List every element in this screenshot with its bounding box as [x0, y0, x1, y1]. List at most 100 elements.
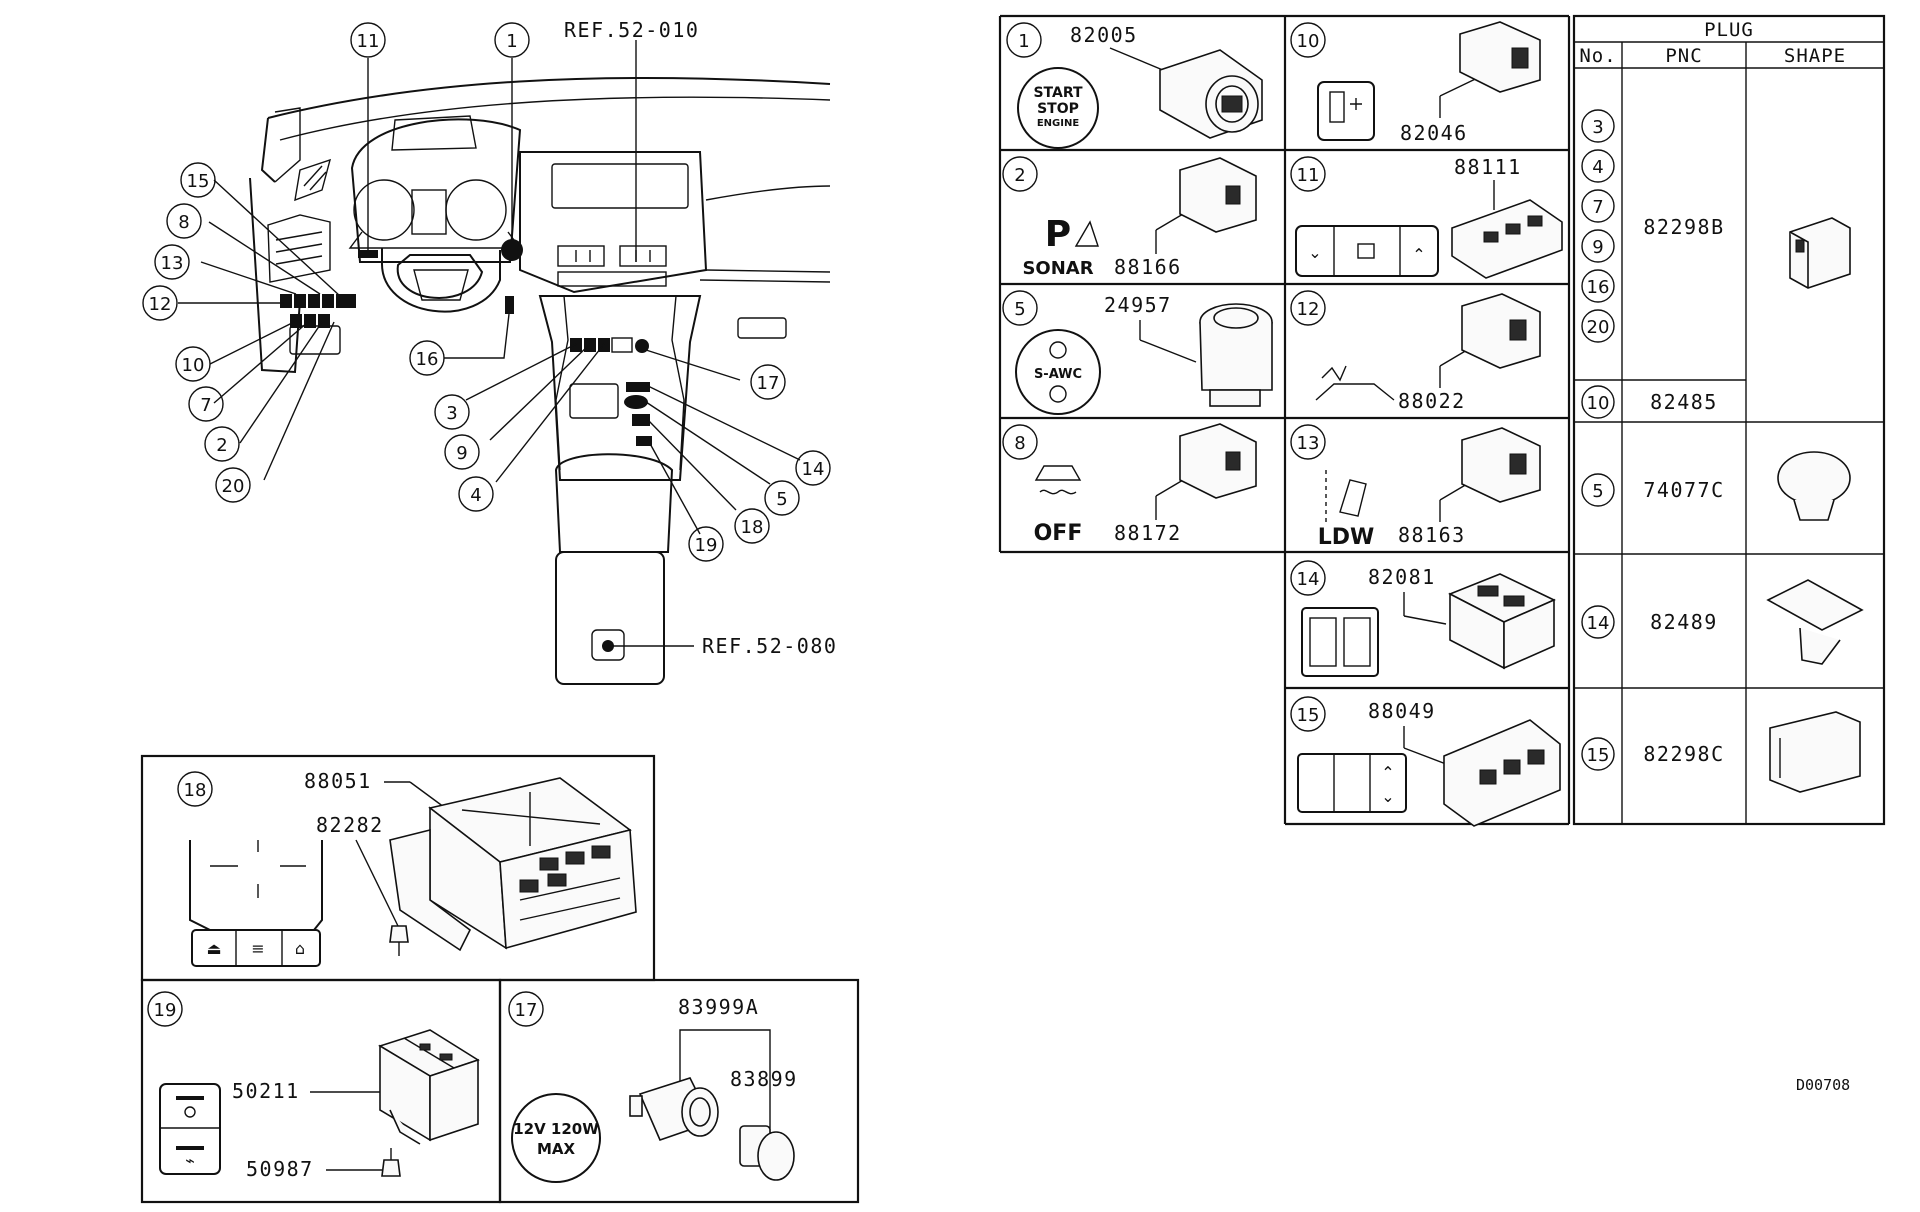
svg-text:9: 9 [1592, 237, 1603, 258]
svg-text:8: 8 [1014, 433, 1025, 454]
svg-text:3: 3 [1592, 117, 1603, 138]
table-row: 14 82489 [1581, 579, 1864, 665]
callout-14: 14 [795, 450, 831, 486]
svg-text:2: 2 [1014, 165, 1025, 186]
svg-text:13: 13 [161, 253, 184, 274]
svg-text:82298C: 82298C [1643, 742, 1724, 766]
svg-text:12: 12 [1297, 299, 1320, 320]
svg-text:82489: 82489 [1650, 610, 1718, 634]
header-no: No. [1579, 45, 1616, 67]
callout-11: 11 [350, 22, 386, 58]
plug-table: PLUG No. PNC SHAPE 3 4 7 9 16 20 82298B … [1572, 14, 1886, 826]
svg-text:⌂: ⌂ [295, 939, 305, 958]
panel-10-pnc: 82046 [1400, 121, 1468, 145]
panel-11: 11 88111 ⌄ ⌃ [1290, 155, 1563, 279]
panel-13-pnc: 88163 [1398, 523, 1466, 547]
s-awc-icon: S-AWC [1034, 367, 1082, 382]
chevron-up-icon: ⌃ [1412, 245, 1425, 264]
svg-text:5: 5 [776, 489, 787, 510]
svg-text:10: 10 [182, 355, 205, 376]
callout-4: 4 [458, 476, 494, 512]
svg-text:15: 15 [1297, 705, 1320, 726]
callout-7: 7 [188, 386, 224, 422]
svg-text:13: 13 [1297, 433, 1320, 454]
header-shape: SHAPE [1784, 45, 1846, 67]
panel-17: 17 83999A 83899 12V 120W MAX [498, 978, 860, 1204]
chevron-down-icon: ⌄ [1308, 243, 1321, 262]
panel-10: 10 82046 [1290, 21, 1541, 145]
svg-text:15: 15 [1587, 745, 1610, 766]
panel-12: 12 88022 [1290, 290, 1541, 413]
start-stop-icon-line3: ENGINE [1037, 118, 1079, 129]
callout-16: 16 [409, 340, 445, 376]
svg-text:1: 1 [506, 31, 517, 52]
panel-14-pnc: 82081 [1368, 565, 1436, 589]
dashboard-overview: 11 1 15 8 13 12 10 7 2 20 16 3 9 4 17 14… [142, 18, 837, 685]
callout-18: 18 [734, 508, 770, 544]
table-row: 3 4 7 9 16 20 82298B [1581, 109, 1851, 343]
panel-18-screw-pnc: 82282 [316, 813, 384, 837]
svg-text:2: 2 [216, 435, 227, 456]
panel-5-pnc: 24957 [1104, 293, 1172, 317]
panel-17-pnc: 83999A [678, 995, 759, 1019]
svg-text:4: 4 [1592, 157, 1603, 178]
panel-17-number: 17 [515, 1000, 538, 1021]
svg-text:10: 10 [1297, 31, 1320, 52]
svg-text:8: 8 [178, 212, 189, 233]
callout-10: 10 [175, 346, 211, 382]
panel-18-pnc: 88051 [304, 769, 372, 793]
ref-52-010: REF.52-010 [564, 18, 699, 42]
panel-2-pnc: 88166 [1114, 255, 1182, 279]
panel-19-pnc: 50211 [232, 1079, 300, 1103]
panel-14: 14 82081 [1290, 560, 1556, 677]
svg-text:82298B: 82298B [1643, 215, 1724, 239]
panel-1-pnc: 82005 [1070, 23, 1138, 47]
svg-text:4: 4 [470, 485, 481, 506]
callout-5: 5 [764, 480, 800, 516]
svg-text:82485: 82485 [1650, 390, 1718, 414]
plug-table-title: PLUG [1704, 19, 1754, 41]
panel-2: 2 P SONAR 88166 [1002, 156, 1257, 279]
table-row: 10 82485 [1581, 385, 1718, 419]
table-row: 5 74077C [1581, 451, 1851, 521]
svg-text:14: 14 [802, 459, 825, 480]
svg-text:16: 16 [1587, 277, 1610, 298]
svg-text:14: 14 [1587, 613, 1610, 634]
panel-8-pnc: 88172 [1114, 521, 1182, 545]
panel-12-pnc: 88022 [1398, 389, 1466, 413]
socket-max-text: MAX [537, 1140, 576, 1158]
svg-text:15: 15 [187, 171, 210, 192]
ldw-icon-text: LDW [1318, 525, 1375, 550]
header-pnc: PNC [1665, 45, 1702, 67]
svg-text:5: 5 [1592, 481, 1603, 502]
svg-text:7: 7 [1592, 197, 1603, 218]
callout-20: 20 [215, 467, 251, 503]
start-stop-icon-line1: START [1033, 85, 1083, 101]
svg-text:5: 5 [1014, 299, 1025, 320]
svg-text:20: 20 [1587, 317, 1610, 338]
switch-grid [998, 14, 1571, 826]
svg-text:1: 1 [1018, 31, 1029, 52]
svg-text:3: 3 [446, 403, 457, 424]
svg-text:11: 11 [357, 31, 380, 52]
svg-text:18: 18 [741, 517, 764, 538]
callout-13: 13 [154, 244, 190, 280]
sonar-icon-text: SONAR [1022, 258, 1093, 279]
svg-text:20: 20 [222, 476, 245, 497]
svg-text:12: 12 [149, 294, 172, 315]
table-row: 15 82298C [1581, 711, 1861, 793]
panel-17-cap-pnc: 83899 [730, 1067, 798, 1091]
panel-13: 13 LDW 88163 [1290, 424, 1541, 550]
callout-17: 17 [750, 364, 786, 400]
svg-text:⏏: ⏏ [206, 939, 221, 958]
svg-text:74077C: 74077C [1643, 478, 1724, 502]
svg-text:17: 17 [757, 373, 780, 394]
callout-9: 9 [444, 434, 480, 470]
svg-text:≡: ≡ [251, 939, 264, 958]
panel-5: 5 24957 S-AWC [1002, 290, 1273, 415]
svg-text:14: 14 [1297, 569, 1320, 590]
panel-18-number: 18 [184, 780, 207, 801]
off-icon-text: OFF [1034, 521, 1083, 546]
ref-52-080: REF.52-080 [702, 634, 837, 658]
